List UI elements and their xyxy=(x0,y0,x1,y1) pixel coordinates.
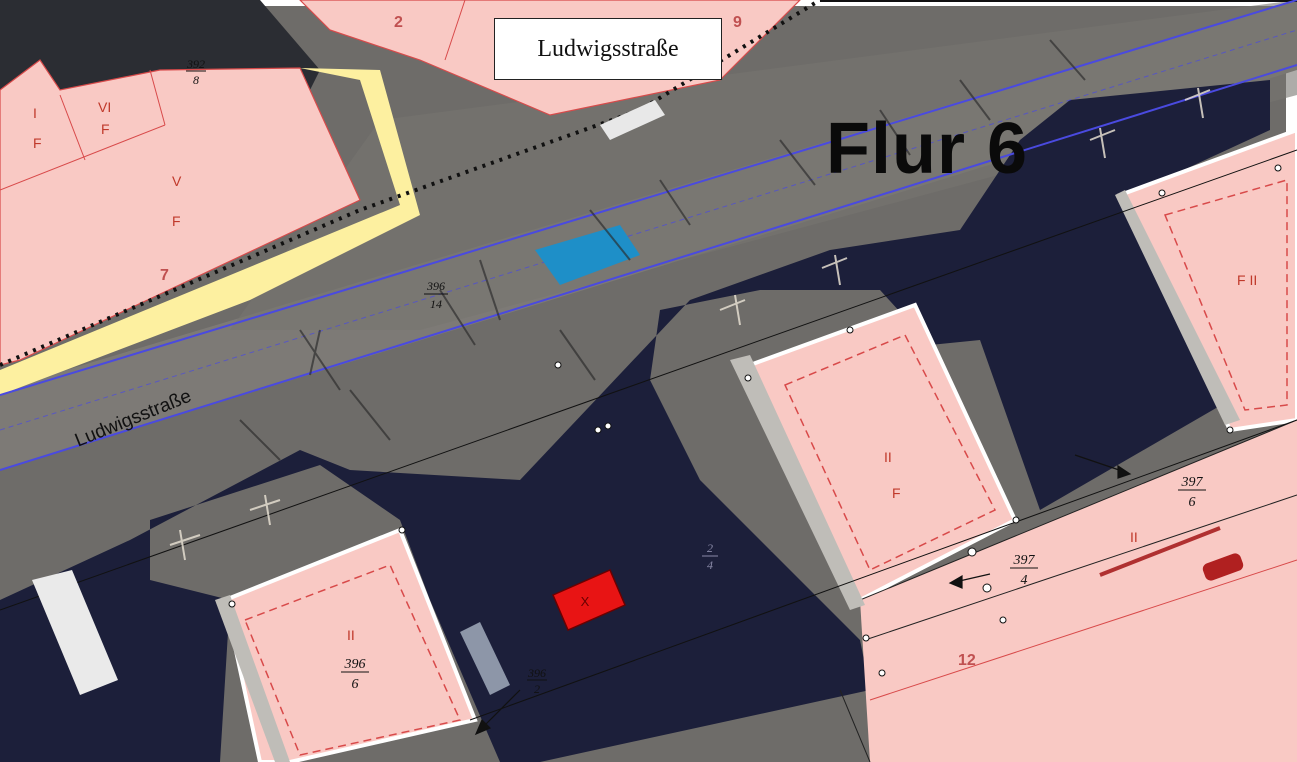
parcel-line-blue xyxy=(0,64,1297,471)
parcel-num: 397 xyxy=(1013,553,1036,568)
parcel-num: 392 xyxy=(186,57,205,71)
label-f: F xyxy=(172,213,181,229)
parcel-line-blue xyxy=(0,0,1297,396)
street-name-box: Ludwigsstraße xyxy=(494,18,722,80)
parcel-396-14: 396 14 xyxy=(424,279,448,311)
label-vi: VI xyxy=(98,99,111,115)
parcel-den: 14 xyxy=(430,297,442,311)
parcel-den: 8 xyxy=(193,73,199,87)
parcel-num: 2 xyxy=(707,541,713,555)
house-number: 7 xyxy=(160,267,169,284)
parcel-396-2: 396 2 xyxy=(527,666,547,696)
parcel-arrows xyxy=(474,454,1132,736)
survey-points xyxy=(228,164,1282,677)
sidewalk xyxy=(0,68,420,395)
parcel-2-4: 2 4 xyxy=(702,541,718,572)
building-labels: I F VI F V F F II II F II II xyxy=(33,99,1257,643)
marker-red-square xyxy=(552,569,626,631)
parcel-den: 2 xyxy=(534,682,540,696)
house-number: 12 xyxy=(958,652,976,669)
parcel-397-4: 397 4 xyxy=(1010,553,1038,588)
parcel-397-6: 397 6 xyxy=(1178,475,1206,510)
house-numbers: 2 9 7 12 xyxy=(160,14,976,669)
parcel-numbers: 392 8 396 14 396 6 396 2 397 6 397 4 xyxy=(186,57,1206,696)
label-f-ii: F II xyxy=(1237,272,1257,288)
truck-white xyxy=(32,570,118,695)
building-bottom-left xyxy=(222,527,478,762)
parcel-num: 397 xyxy=(1181,475,1204,490)
label-ii: II xyxy=(347,627,355,643)
parcel-den: 6 xyxy=(1189,495,1196,510)
parcel-boundary-dotted xyxy=(0,0,822,367)
tree-crowns xyxy=(169,87,1211,561)
tree-shadows xyxy=(239,39,1086,461)
label-i: I xyxy=(33,105,37,121)
svg-text:X: X xyxy=(581,594,590,609)
parcel-num: 396 xyxy=(426,279,445,293)
house-number: 2 xyxy=(394,14,403,31)
house-number: 9 xyxy=(733,14,742,31)
parcel-den: 4 xyxy=(1021,573,1028,588)
flat-roof xyxy=(0,80,1270,762)
label-f: F xyxy=(101,121,110,137)
label-ii: II xyxy=(884,449,892,465)
parcel-392-8: 392 8 xyxy=(186,57,206,87)
parcel-line-black xyxy=(0,149,1297,611)
label-f: F xyxy=(33,135,42,151)
parcel-num: 396 xyxy=(344,657,366,672)
building-top-left xyxy=(0,59,361,366)
building-right-bottom xyxy=(860,420,1297,762)
flur-label: Flur 6 xyxy=(826,109,1029,189)
parcel-den: 4 xyxy=(707,558,713,572)
label-v: V xyxy=(172,173,182,189)
label-f: F xyxy=(892,485,901,501)
label-ii: II xyxy=(1130,529,1138,545)
parcel-num: 396 xyxy=(527,666,546,680)
parcel-396-6: 396 6 xyxy=(341,657,369,692)
parcel-den: 6 xyxy=(352,677,359,692)
